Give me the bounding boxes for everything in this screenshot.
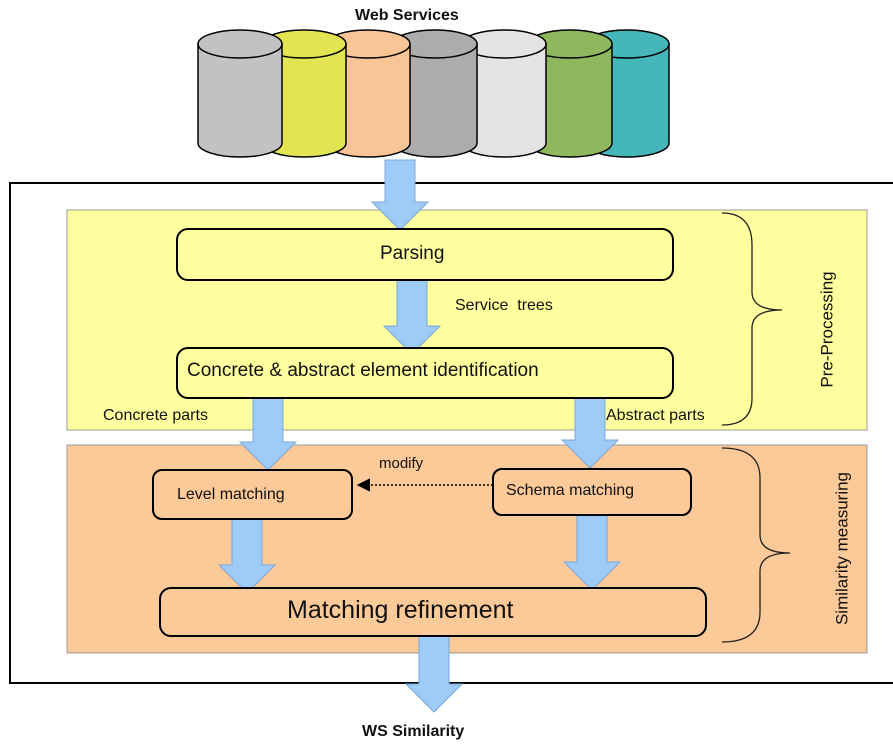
arrow-schema-to-refinement [562,514,622,591]
arrow-ws-similarity [404,635,464,713]
flow-arrows [217,159,622,713]
parsing-label: Parsing [380,243,445,264]
modify-label: modify [379,455,424,472]
similarity-measuring-label: Similarity measuring [832,471,852,626]
schema-matching-label: Schema matching [506,482,635,499]
pre-processing-brace [721,212,783,426]
web-services-databases [197,29,670,158]
arrow-abstract-parts [560,397,620,469]
identification-label: Concrete & abstract element identificati… [187,360,539,381]
arrow-concrete-parts [238,397,298,471]
identification-box [176,347,674,399]
ws-similarity-title: WS Similarity [362,723,465,740]
database-icon [197,29,283,158]
arrow-parsing-to-identification [382,279,442,355]
pre-processing-label: Pre-Processing [817,271,837,388]
parsing-box [176,228,674,281]
database-icon [392,29,478,158]
abstract-parts-label: Abstract parts [606,407,705,424]
schema-matching-box [492,468,692,516]
arrow-level-to-refinement [217,517,277,594]
database-icon [527,29,613,158]
web-services-title: Web Services [355,7,459,24]
similarity-brace [721,447,791,643]
refinement-label: Matching refinement [287,596,514,624]
level-matching-label: Level matching [177,486,285,503]
database-icon [461,29,547,158]
concrete-parts-label: Concrete parts [103,407,208,424]
refinement-box [159,587,707,637]
service-trees-label: Service trees [455,297,553,314]
arrow-into-parsing [370,159,430,231]
level-matching-box [152,469,353,520]
